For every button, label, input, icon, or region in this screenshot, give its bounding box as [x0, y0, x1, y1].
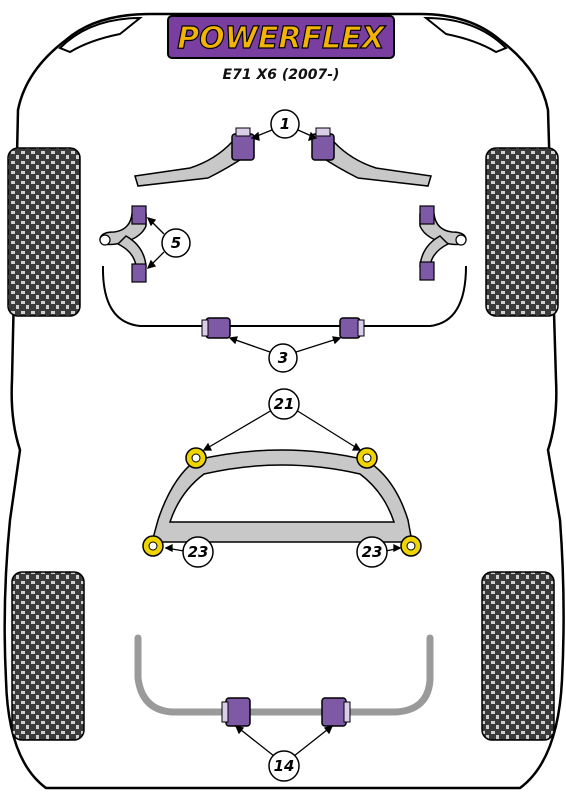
bush-3-right — [339, 317, 365, 339]
rear-anti-roll-bar — [134, 634, 434, 716]
callout-14: 14 — [268, 750, 300, 782]
bush-21-left — [185, 447, 207, 469]
callout-1-label: 1 — [280, 115, 290, 133]
bush-21-right — [356, 447, 378, 469]
callout-21: 21 — [268, 388, 300, 420]
bumper-left — [58, 16, 143, 54]
rear-left-tyre — [11, 571, 85, 741]
rear-subframe — [151, 449, 413, 543]
callout-5-label: 5 — [171, 234, 181, 252]
front-right-tyre — [485, 147, 559, 317]
model-title: E71 X6 (2007-) — [223, 67, 340, 83]
callout-23-right: 23 — [356, 536, 388, 568]
logo-text: POWERFLEX — [177, 21, 386, 56]
callout-5: 5 — [161, 228, 191, 258]
front-anti-roll-bar — [101, 265, 467, 327]
front-left-tyre — [7, 147, 81, 317]
callout-23-left: 23 — [182, 536, 214, 568]
bush-14-right — [321, 697, 351, 727]
bush-14-left — [221, 697, 251, 727]
callout-3-label: 3 — [278, 349, 288, 367]
front-left-upper-arm — [99, 205, 147, 283]
callout-23-right-label: 23 — [362, 543, 383, 561]
bush-1-right — [311, 127, 335, 161]
rear-right-tyre — [481, 571, 555, 741]
callout-3: 3 — [268, 343, 298, 373]
callout-14-label: 14 — [274, 757, 295, 775]
bumper-right — [423, 16, 508, 54]
callout-21-label: 21 — [274, 395, 295, 413]
callout-23-left-label: 23 — [188, 543, 209, 561]
callout-1: 1 — [270, 109, 300, 139]
bush-3-left — [201, 317, 231, 339]
bush-1-left — [231, 127, 255, 161]
bush-23-right — [400, 535, 422, 557]
callout-arrows — [146, 129, 402, 757]
powerflex-logo: POWERFLEX — [167, 15, 395, 59]
front-right-upper-arm — [419, 205, 467, 281]
bush-23-left — [142, 535, 164, 557]
